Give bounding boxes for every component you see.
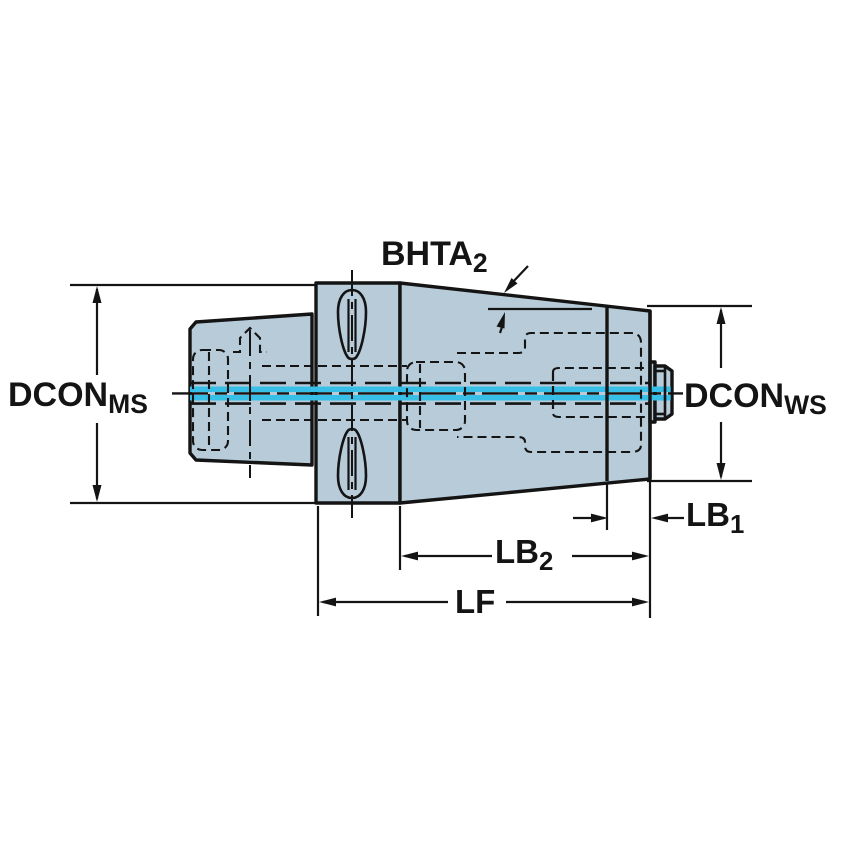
label-lb1: LB1	[686, 496, 745, 540]
flange-slot-top	[336, 288, 368, 361]
stub-outline	[655, 364, 674, 421]
label-bhta2: BHTA2	[381, 235, 488, 279]
label-lf: LF	[455, 583, 496, 620]
dimension-lines	[70, 265, 752, 618]
solid-details	[249, 270, 674, 518]
hidden-lines	[191, 326, 645, 454]
label-lb2: LB2	[495, 533, 554, 577]
label-dcon-ms: DCONMS	[8, 376, 148, 420]
label-dcon-ws: DCONWS	[684, 377, 827, 421]
